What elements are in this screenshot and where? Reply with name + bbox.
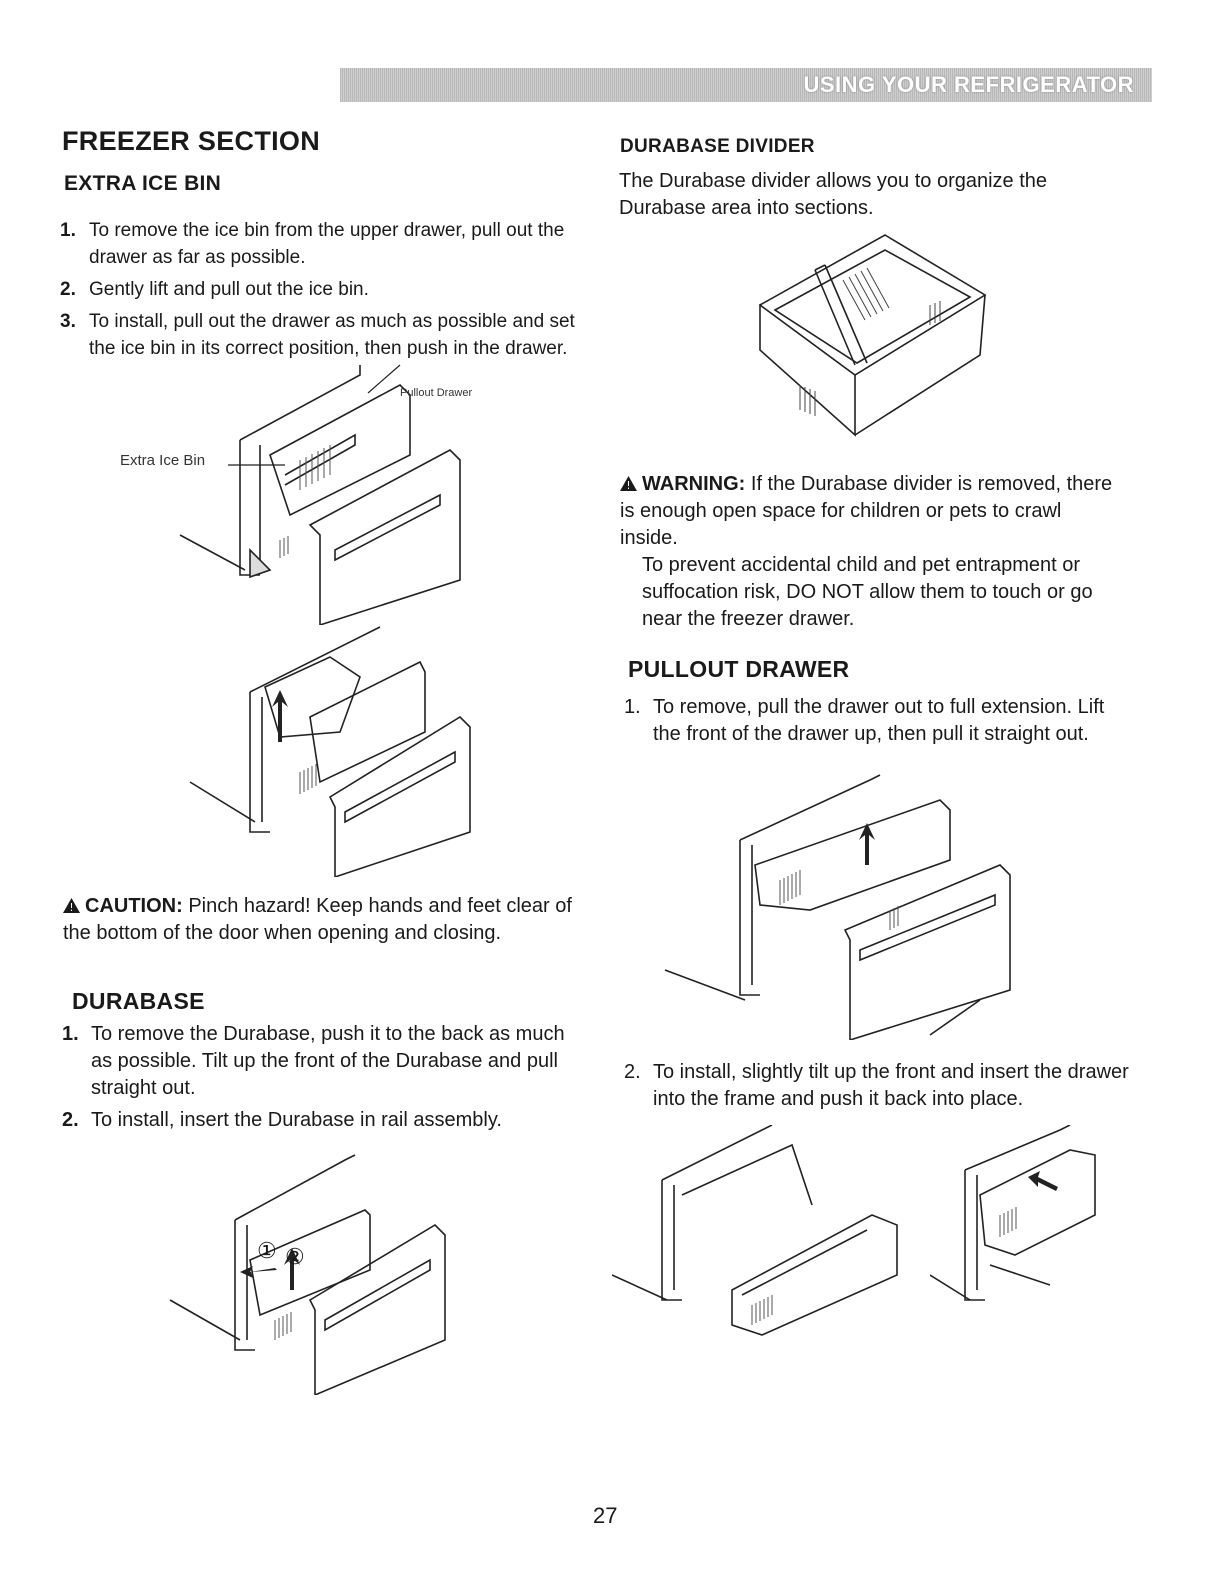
- pullout-drawer-label: Pullout Drawer: [400, 387, 473, 399]
- extra-ice-bin-steps: 1.To remove the ice bin from the upper d…: [60, 217, 588, 367]
- extra-ice-bin-title: EXTRA ICE BIN: [64, 172, 222, 195]
- divider-figure: [745, 225, 995, 445]
- caution-icon: [63, 898, 80, 913]
- list-item: 2.To install, insert the Durabase in rai…: [62, 1109, 502, 1131]
- pullout-step-2: 2.To install, slightly tilt up the front…: [624, 1059, 1134, 1118]
- durabase-divider-title: DURABASE DIVIDER: [620, 136, 815, 157]
- warning-label: WARNING:: [642, 473, 746, 495]
- install-figure-left: [611, 1124, 902, 1340]
- step-1-marker: ①: [257, 1238, 277, 1263]
- install-figure-right: [929, 1124, 1170, 1340]
- list-item: 2.To install, slightly tilt up the front…: [624, 1061, 1129, 1110]
- list-item: 2.Gently lift and pull out the ice bin.: [60, 279, 369, 300]
- warning-block: WARNING: If the Durabase divider is remo…: [620, 471, 1120, 633]
- list-item: 1.To remove, pull the drawer out to full…: [624, 696, 1105, 745]
- step-2-marker: ②: [285, 1244, 305, 1269]
- durabase-title: DURABASE: [72, 988, 205, 1014]
- ice-bin-figure: Extra Ice Bin Pullout Drawer: [110, 345, 530, 627]
- extra-ice-bin-label: Extra Ice Bin: [120, 452, 206, 469]
- list-item: 1.To remove the ice bin from the upper d…: [60, 220, 565, 268]
- durabase-figure: ① ②: [165, 1150, 465, 1397]
- section-title: FREEZER SECTION: [62, 126, 321, 156]
- pullout-drawer-title: PULLOUT DRAWER: [628, 656, 850, 682]
- warning-text-2: To prevent accidental child and pet entr…: [642, 554, 1093, 630]
- durabase-divider-text: The Durabase divider allows you to organ…: [619, 170, 1048, 219]
- caution-text: Pinch hazard! Keep hands and feet clear …: [63, 895, 572, 944]
- durabase-steps: 1.To remove the Durabase, push it to the…: [62, 1021, 587, 1139]
- warning-icon: [620, 476, 637, 491]
- warning-text-1: If the Durabase divider is removed, ther…: [620, 473, 1113, 549]
- list-item: 1.To remove the Durabase, push it to the…: [62, 1023, 565, 1099]
- drawer-illustration: [179, 364, 461, 627]
- list-item: 3.To install, pull out the drawer as muc…: [60, 311, 575, 359]
- pullout-figure: [660, 770, 1020, 1042]
- banner-title: USING YOUR REFRIGERATOR: [803, 72, 1134, 97]
- pullout-step-1: 1.To remove, pull the drawer out to full…: [624, 694, 1124, 753]
- lift-ice-bin-figure: [180, 622, 480, 879]
- caution-label: CAUTION:: [85, 895, 183, 917]
- header-banner: USING YOUR REFRIGERATOR: [340, 68, 1152, 102]
- caution-block: CAUTION: Pinch hazard! Keep hands and fe…: [63, 893, 583, 947]
- page-number: 27: [593, 1503, 618, 1528]
